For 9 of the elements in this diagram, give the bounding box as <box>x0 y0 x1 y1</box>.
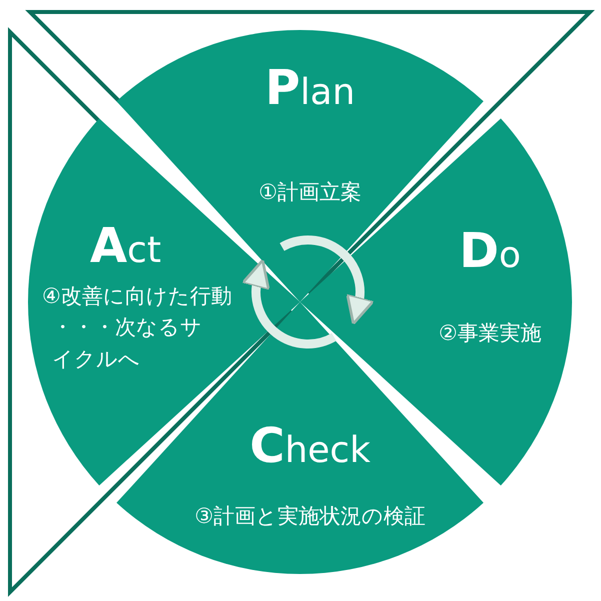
phase-description: ④改善に向けた行動 <box>42 282 233 310</box>
phase-description: ②事業実施 <box>438 320 542 347</box>
phase-description: ①計画立案 <box>258 178 362 206</box>
phase-description: ・・・次なるサイクルへ <box>51 314 203 373</box>
phase-heading: Check <box>248 420 372 473</box>
phase-heading: Act <box>90 220 162 273</box>
phase-description: ③計画と実施状況の検証 <box>194 502 426 530</box>
phase-heading: Do <box>458 225 522 278</box>
phase-heading: Plan <box>264 62 356 115</box>
